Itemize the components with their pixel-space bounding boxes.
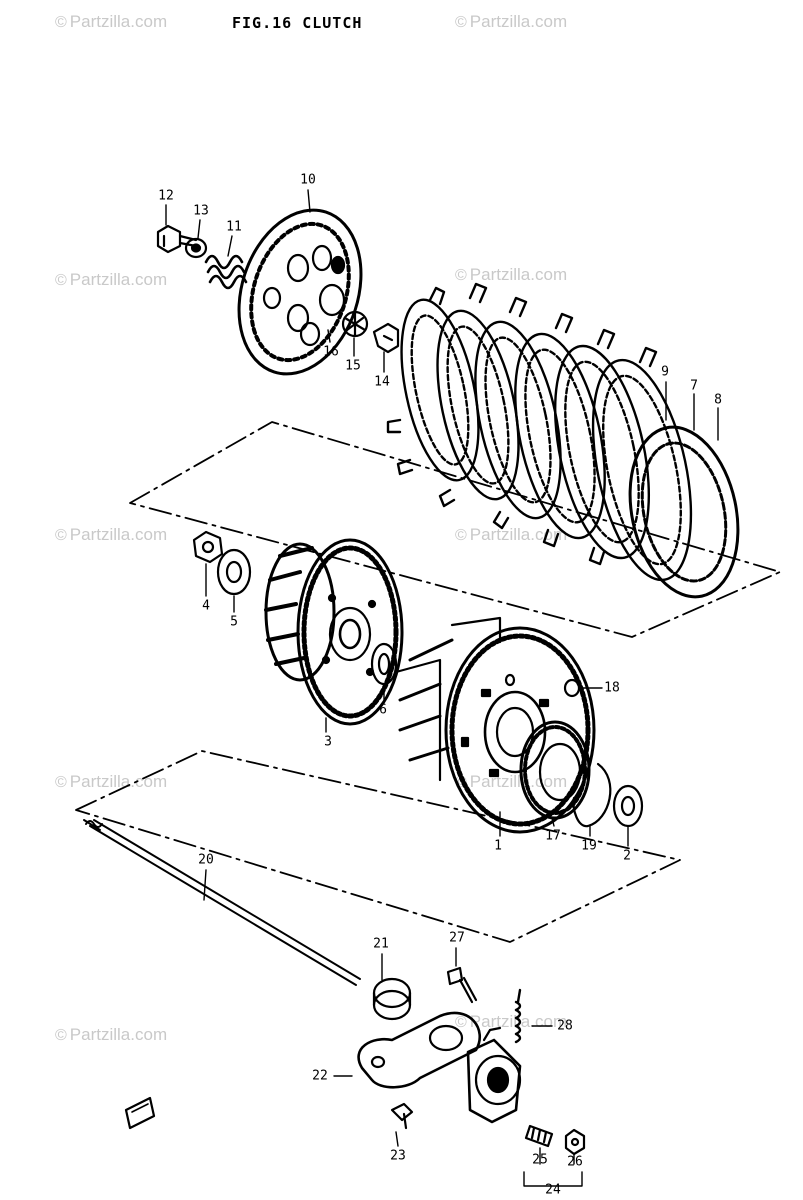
watermark: ©Partzilla.com [455,265,568,284]
part-label-8: 8 [714,392,722,408]
part-label-5: 5 [230,614,238,630]
part-label-25: 25 [532,1152,548,1168]
part-label-23: 23 [390,1148,406,1164]
part-label-16: 16 [323,344,339,360]
part-label-15: 15 [345,358,361,374]
push-piece [372,322,400,354]
leader-lines [165,189,719,1187]
part-label-1: 1 [494,838,502,854]
part-label-9: 9 [661,364,669,380]
pressure-plate [237,208,363,376]
hub-nut [192,530,224,564]
circlip [572,762,612,828]
part-label-18: 18 [604,680,620,696]
clutch-housing [394,616,596,834]
part-label-17: 17 [545,828,561,844]
watermark: ©Partzilla.com [455,12,568,31]
part-label-10: 10 [300,172,316,188]
release-cam [466,1026,522,1124]
watermark: ©Partzilla.com [55,525,168,544]
part-label-28: 28 [557,1018,573,1034]
screw-27 [446,966,478,1004]
oil-seal [372,977,412,1021]
part-label-2: 2 [623,848,631,864]
part-label-12: 12 [158,188,174,204]
assembly-outline-upper [129,421,781,638]
part-label-7: 7 [690,378,698,394]
watermark: ©Partzilla.com [55,12,168,31]
lock-nut [564,1128,586,1156]
drive-gear [519,720,591,820]
part-label-21: 21 [373,936,389,952]
clutch-plate-stack [386,282,740,599]
part-label-14: 14 [374,374,390,390]
part-label-13: 13 [193,203,209,219]
figure-title: FIG.16 CLUTCH [232,14,363,32]
screw-23 [390,1102,414,1130]
assembly-outline-middle [75,750,681,943]
part-label-26: 26 [567,1154,583,1170]
part-label-3: 3 [324,734,332,750]
part-label-11: 11 [226,219,242,235]
washer-13 [184,237,208,259]
watermark: ©Partzilla.com [455,525,568,544]
lock-washer [216,548,252,596]
part-label-20: 20 [198,852,214,868]
clutch-spring [204,254,248,290]
part-label-27: 27 [449,930,465,946]
part-label-24: 24 [545,1182,561,1198]
watermark: ©Partzilla.com [55,772,168,791]
watermark: ©Partzilla.com [55,1025,168,1044]
part-label-19: 19 [581,838,597,854]
release-bearing [341,310,369,338]
release-arm [357,1011,482,1089]
push-rod [83,819,361,986]
spacer [563,678,581,698]
part-label-4: 4 [202,598,210,614]
adjuster-screw [524,1124,554,1148]
return-spring [514,988,522,1044]
part-label-22: 22 [312,1068,328,1084]
front-arrow-icon [124,1096,156,1130]
watermark: ©Partzilla.com [55,270,168,289]
thrust-washer [370,642,398,686]
clutch-sleeve-hub [264,538,404,726]
clutch-spring-bolt [156,224,198,254]
part-label-6: 6 [379,702,387,718]
washer-2 [612,784,644,828]
